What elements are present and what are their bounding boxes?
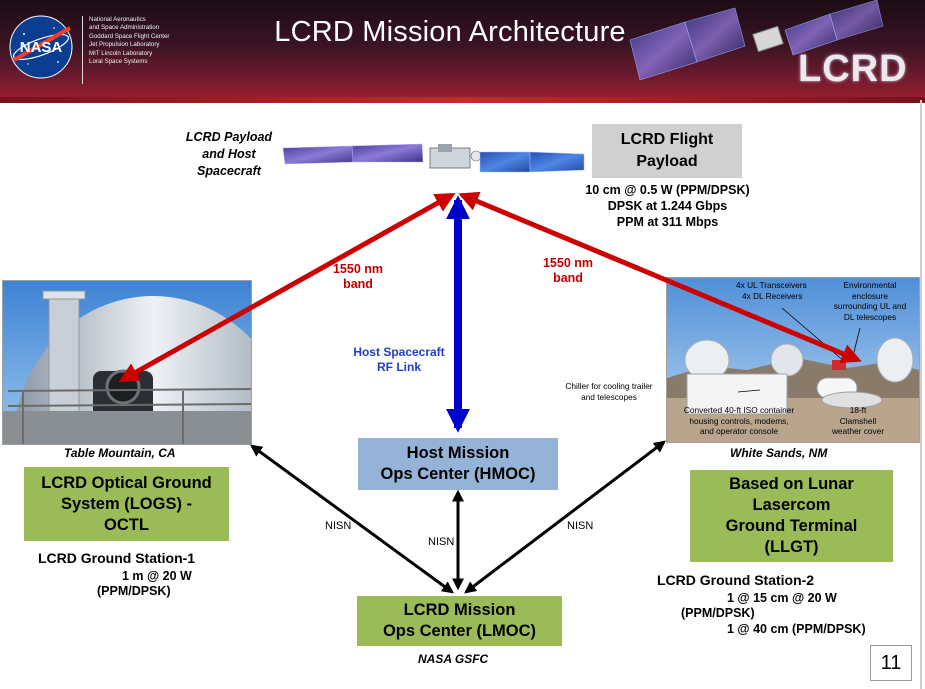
ground-station-1-spec: 1 m @ 20 W bbox=[122, 569, 192, 583]
ann-line: weather cover bbox=[831, 426, 885, 436]
white-sands-caption: White Sands, NM bbox=[730, 446, 828, 460]
nasa-logo-text: NASA bbox=[20, 39, 63, 56]
header-banner bbox=[0, 0, 925, 100]
lmoc-caption: NASA GSFC bbox=[418, 652, 489, 666]
rf-link-label: Host Spacecraft RF Link bbox=[338, 345, 460, 375]
payload-spec-line: DPSK at 1.244 Gbps bbox=[607, 199, 728, 213]
llgt-line: (LLGT) bbox=[764, 538, 819, 556]
ann-container: Converted 40-ft ISO container housing co… bbox=[668, 405, 810, 437]
band-line: band bbox=[553, 271, 583, 285]
ground-station-2-spec: (PPM/DPSK) bbox=[681, 606, 755, 620]
band-line: 1550 nm bbox=[542, 256, 594, 270]
ground-station-1-title: LCRD Ground Station-1 bbox=[38, 550, 196, 566]
ann-line: DL telescopes bbox=[843, 311, 897, 322]
hmoc-line: Host Mission bbox=[406, 444, 510, 462]
nisn-center-label: NISN bbox=[428, 536, 455, 548]
ann-chiller: Chiller for cooling trailer and telescop… bbox=[548, 381, 670, 402]
payload-spec-line: PPM at 311 Mbps bbox=[616, 215, 719, 229]
right-band-label: 1550 nm band bbox=[528, 256, 608, 286]
left-band-label: 1550 nm band bbox=[318, 262, 398, 292]
logs-line: OCTL bbox=[104, 515, 149, 534]
hmoc-box: Host Mission Ops Center (HMOC) bbox=[358, 438, 558, 490]
ann-clamshell: 18-ft Clamshell weather cover bbox=[822, 405, 894, 437]
ann-line: and operator console bbox=[700, 426, 778, 436]
ann-line: Environmental bbox=[843, 280, 897, 290]
llgt-line: Based on Lunar bbox=[729, 475, 854, 493]
logs-line: System (LOGS) - bbox=[60, 494, 193, 513]
agency-line: National Aeronautics bbox=[89, 16, 146, 23]
ground-station-2-spec: 1 @ 40 cm (PPM/DPSK) bbox=[727, 622, 866, 636]
slide-right-edge bbox=[920, 100, 922, 689]
ann-line: and telescopes bbox=[581, 391, 637, 402]
ground-station-1-spec: (PPM/DPSK) bbox=[97, 584, 171, 598]
nisn-left-label: NISN bbox=[325, 520, 352, 532]
ground-station-2-spec: 1 @ 15 cm @ 20 W bbox=[727, 591, 837, 605]
agency-line: Jet Propulsion Laboratory bbox=[89, 41, 160, 49]
payload-specs: 10 cm @ 0.5 W (PPM/DPSK) DPSK at 1.244 G… bbox=[555, 182, 780, 230]
agency-line: Loral Space Systems bbox=[89, 58, 148, 66]
ann-line: 18-ft bbox=[849, 405, 867, 415]
table-mountain-photo bbox=[2, 280, 252, 445]
payload-caption-line: LCRD Payload bbox=[185, 130, 273, 144]
ann-line: Converted 40-ft ISO container bbox=[683, 405, 795, 415]
logs-box: LCRD Optical Ground System (LOGS) - OCTL bbox=[24, 467, 229, 541]
lmoc-line: Ops Center (LMOC) bbox=[382, 622, 537, 640]
ann-line: 4x UL Transceivers bbox=[736, 280, 807, 290]
hmoc-line: Ops Center (HMOC) bbox=[380, 465, 536, 483]
band-line: 1550 nm bbox=[332, 262, 384, 276]
ann-line: Chiller for cooling trailer bbox=[565, 381, 653, 391]
nisn-right-label: NISN bbox=[567, 520, 594, 532]
table-mountain-caption: Table Mountain, CA bbox=[64, 446, 176, 460]
lcrd-logo: LCRD bbox=[798, 48, 908, 90]
lcrd-flight-payload-box: LCRD Flight Payload bbox=[592, 124, 742, 178]
payload-spec-line: 10 cm @ 0.5 W (PPM/DPSK) bbox=[585, 183, 750, 197]
photo-annotation-lines bbox=[737, 307, 861, 393]
header-satellite-art bbox=[629, 0, 884, 81]
header-stripe bbox=[0, 97, 925, 103]
lmoc-line: LCRD Mission bbox=[403, 601, 516, 619]
payload-caption: LCRD Payload and Host Spacecraft bbox=[176, 129, 282, 180]
rf-line: RF Link bbox=[377, 360, 421, 374]
flight-payload-line: Payload bbox=[636, 153, 698, 170]
llgt-line: Lasercom bbox=[752, 496, 831, 514]
rf-line: Host Spacecraft bbox=[353, 345, 445, 359]
llgt-line: Ground Terminal bbox=[725, 517, 858, 535]
llgt-box: Based on Lunar Lasercom Ground Terminal … bbox=[690, 470, 893, 562]
ann-enclosure: Environmental enclosure surrounding UL a… bbox=[822, 280, 918, 322]
ann-line: housing controls, modems, bbox=[689, 415, 789, 426]
agency-line: MIT Lincoln Laboratory bbox=[89, 49, 153, 57]
slide-title: LCRD Mission Architecture bbox=[274, 16, 626, 48]
lmoc-box: LCRD Mission Ops Center (LMOC) bbox=[357, 596, 562, 646]
agency-line: Goddard Space Flight Center bbox=[89, 32, 170, 40]
ground-station-2-title: LCRD Ground Station-2 bbox=[657, 572, 815, 588]
logs-line: LCRD Optical Ground bbox=[41, 473, 212, 492]
nasa-meatball-logo: NASA bbox=[9, 15, 73, 79]
agency-line: and Space Administration bbox=[89, 24, 160, 32]
ann-line: surrounding UL and bbox=[833, 301, 907, 311]
payload-caption-line: Spacecraft bbox=[197, 164, 261, 178]
page-number: 11 bbox=[870, 645, 912, 681]
band-line: band bbox=[343, 277, 373, 291]
flight-payload-line: LCRD Flight bbox=[620, 131, 714, 148]
ann-line: Clamshell bbox=[839, 415, 877, 426]
payload-caption-line: and Host bbox=[202, 147, 256, 161]
agency-list: National Aeronautics and Space Administr… bbox=[82, 16, 189, 84]
ann-line: enclosure bbox=[852, 290, 888, 301]
spacecraft-illustration bbox=[282, 143, 585, 173]
